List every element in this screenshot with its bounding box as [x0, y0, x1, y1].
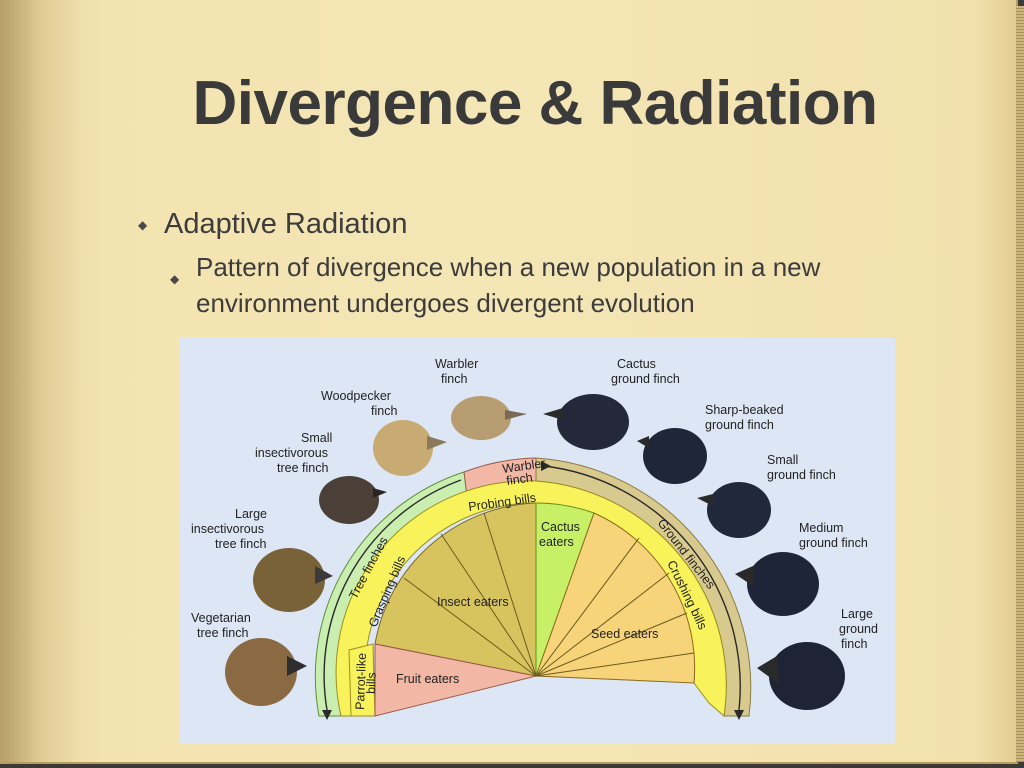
large-insectivorous-finch-head — [253, 548, 333, 612]
large-insectivorous-label-3: tree finch — [215, 537, 266, 551]
finch-radiation-figure: Tree finches Ground finches Warbler finc… — [179, 338, 895, 744]
warbler-finch-head — [451, 396, 527, 440]
small-insectivorous-finch-head — [319, 476, 387, 524]
small-ground-finch-label-1: Small — [767, 453, 798, 467]
tree-arrow — [323, 479, 462, 711]
warbler-finch-label-2: finch — [441, 372, 467, 386]
small-insectivorous-label-1: Small — [301, 431, 332, 445]
vegetarian-finch-label-1: Vegetarian — [191, 611, 251, 625]
large-ground-finch-label-1: Large — [841, 607, 873, 621]
ground-arrowhead-start — [541, 461, 551, 471]
cactus-eaters-label-1: Cactus — [541, 520, 580, 534]
large-insectivorous-label-2: insectivorous — [191, 522, 264, 536]
woodpecker-finch-label-1: Woodpecker — [321, 389, 391, 403]
bullet-item: ◆ Adaptive Radiation — [138, 208, 938, 241]
small-insectivorous-label-3: tree finch — [277, 461, 328, 475]
small-insectivorous-label-2: insectivorous — [255, 446, 328, 460]
finch-heads — [225, 394, 845, 710]
small-ground-finch-head — [697, 482, 771, 538]
book-spine-shadow — [0, 0, 100, 762]
vegetarian-finch-label-2: tree finch — [197, 626, 248, 640]
cactus-eaters-label-2: eaters — [539, 535, 574, 549]
large-ground-finch-label-3: finch — [841, 637, 867, 651]
sub-bullet-line-2: environment undergoes divergent evolutio… — [196, 288, 695, 318]
insect-eaters-wedge — [374, 502, 537, 677]
cactus-finch-label-1: Cactus — [617, 357, 656, 371]
sharp-beaked-ground-finch-head — [637, 428, 707, 484]
warbler-finch-label-1: Warbler — [435, 357, 478, 371]
radiation-diagram: Tree finches Ground finches Warbler finc… — [191, 357, 878, 720]
woodpecker-finch-head — [373, 420, 447, 476]
sharp-beaked-finch-label-2: ground finch — [705, 418, 774, 432]
bill-band — [335, 480, 727, 717]
medium-ground-finch-head — [735, 552, 819, 616]
bullet-text: Adaptive Radiation — [164, 208, 408, 240]
cactus-ground-finch-head — [543, 394, 629, 450]
sub-bullet-line-1: Pattern of divergence when a new populat… — [196, 252, 821, 282]
parrot-like-label-1: Parrot-like — [353, 653, 369, 710]
bullet-diamond-icon: ◆ — [138, 218, 148, 232]
large-insectivorous-label-1: Large — [235, 507, 267, 521]
sub-bullet-item: ◆ Pattern of divergence when a new popul… — [170, 249, 938, 321]
seed-eaters-wedge — [535, 512, 696, 684]
bullet-diamond-icon: ◆ — [170, 272, 180, 286]
large-ground-finch-head — [757, 642, 845, 710]
sub-bullet-text: Pattern of divergence when a new populat… — [196, 249, 820, 321]
wedge-dividers — [403, 512, 695, 677]
seed-eaters-label: Seed eaters — [591, 627, 658, 641]
medium-ground-finch-label-1: Medium — [799, 521, 843, 535]
tree-arrowhead — [322, 710, 332, 720]
cactus-finch-label-2: ground finch — [611, 372, 680, 386]
ground-arrow — [543, 465, 741, 711]
medium-ground-finch-label-2: ground finch — [799, 536, 868, 550]
woodpecker-finch-label-2: finch — [371, 404, 397, 418]
large-ground-finch-label-2: ground — [839, 622, 878, 636]
warbler-finch-band-label-2: finch — [505, 470, 533, 488]
page-edge — [1016, 6, 1024, 762]
warbler-finch-band-label-1: Warbler — [501, 456, 546, 476]
fruit-eaters-wedge — [374, 643, 537, 717]
sharp-beaked-finch-label-1: Sharp-beaked — [705, 403, 784, 417]
bullet-list: ◆ Adaptive Radiation ◆ Pattern of diverg… — [138, 208, 938, 321]
vegetarian-finch-head — [225, 638, 307, 706]
parrot-like-label-2: bills — [364, 672, 379, 694]
insect-eaters-label: Insect eaters — [437, 595, 509, 609]
slide-title: Divergence & Radiation — [192, 69, 878, 138]
fruit-eaters-label: Fruit eaters — [396, 672, 459, 686]
ground-arrowhead — [734, 710, 744, 720]
finch-labels: Warbler finch Cactus ground finch Woodpe… — [191, 357, 878, 651]
small-ground-finch-label-2: ground finch — [767, 468, 836, 482]
